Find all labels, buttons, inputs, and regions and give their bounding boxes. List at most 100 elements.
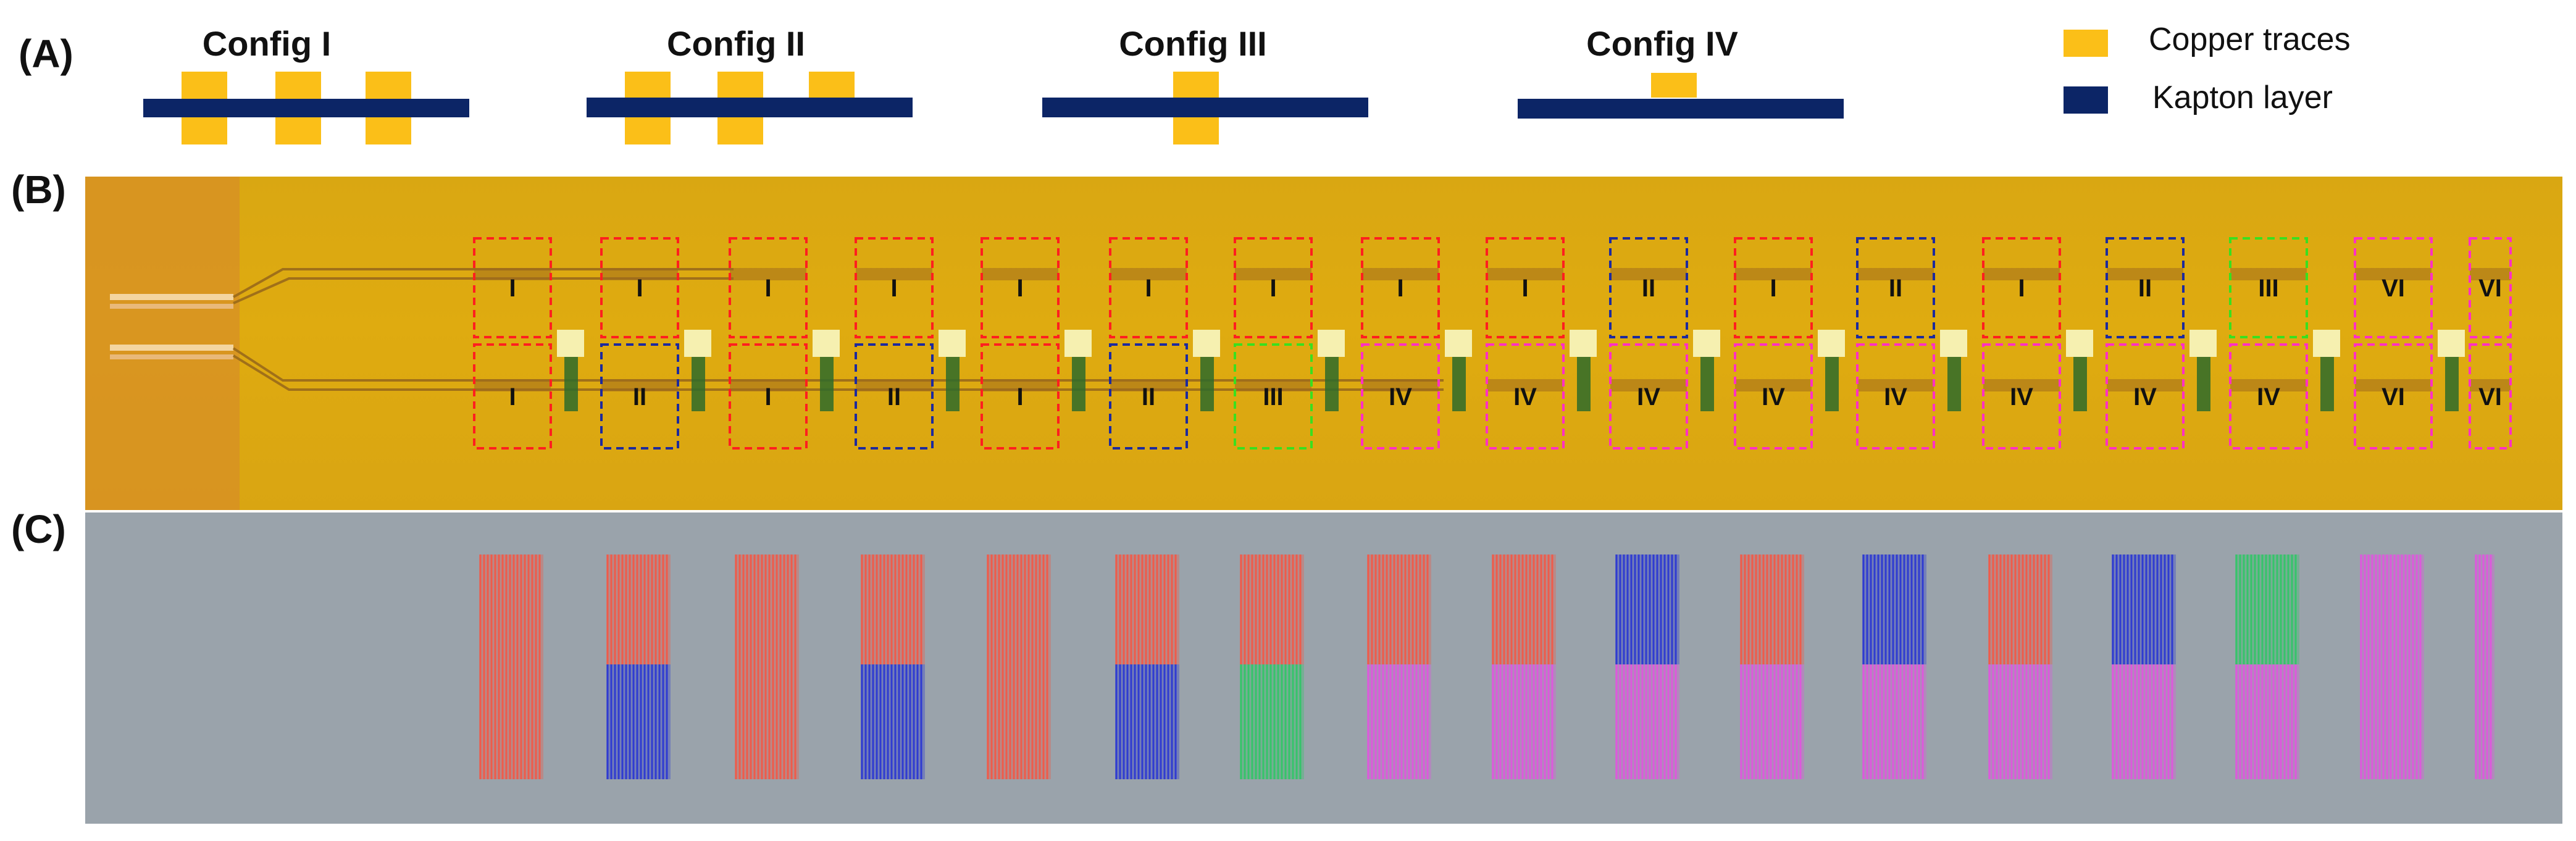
sim-column	[1615, 554, 1679, 779]
legend-kapton-swatch	[2064, 86, 2108, 114]
config-iv-schematic	[1518, 73, 1844, 119]
sim-column-bottom	[1240, 664, 1304, 779]
electrode-box-top	[1361, 237, 1440, 338]
sim-column	[2112, 554, 2176, 779]
sim-column	[2235, 554, 2299, 779]
test-pad	[1940, 330, 1967, 357]
trace-top	[982, 268, 1058, 280]
electrode-pair: II	[729, 237, 840, 450]
test-pad	[1445, 330, 1472, 357]
electrode-label-bottom: IV	[2010, 383, 2033, 411]
config-iii-schematic	[1042, 72, 1368, 144]
sim-column-top	[606, 554, 671, 664]
trace-top	[856, 268, 932, 280]
electrode-box-top	[981, 237, 1060, 338]
electrode-label-bottom: IV	[1389, 383, 1412, 411]
electrode-label-top: II	[1642, 275, 1655, 302]
sim-column-bottom	[606, 664, 671, 779]
simulation-drawing	[479, 554, 2494, 779]
trace-top	[2355, 268, 2432, 280]
panel-label-b: (B)	[11, 167, 66, 212]
sim-column	[861, 554, 925, 779]
sim-column-full	[987, 554, 1051, 779]
electrode-box-bottom	[600, 343, 679, 450]
test-pad	[1570, 330, 1597, 357]
config-schematics	[143, 72, 1844, 144]
electrode-label-top: I	[636, 275, 643, 302]
electrode-label-top: I	[1770, 275, 1776, 302]
sim-column-bottom	[1988, 664, 2052, 779]
sim-column-top	[1615, 554, 1679, 664]
sim-column-bottom	[1367, 664, 1431, 779]
electrode-label-bottom: II	[633, 383, 646, 411]
electrode-label-top: I	[1269, 275, 1276, 302]
electrode-label-bottom: IV	[1762, 383, 1785, 411]
electrode-label-top: VI	[2382, 275, 2405, 302]
test-pad	[939, 330, 966, 357]
electrode-box-top	[1109, 237, 1188, 338]
test-pad	[684, 330, 711, 357]
fanout-traces	[232, 268, 1444, 391]
electrode-label-bottom: II	[887, 383, 901, 411]
sim-column	[1862, 554, 1926, 779]
trace-bottom	[730, 379, 806, 391]
kapton-layer	[143, 99, 469, 117]
test-pad	[2438, 330, 2465, 357]
electrode-label-top: I	[1145, 275, 1152, 302]
electrode-box-top	[2354, 237, 2433, 338]
sim-column-full	[735, 554, 799, 779]
config-ii-schematic	[587, 72, 913, 144]
device-photo-drawing: IIIIIIIIIIIIIIIIIIIIIVIIVIIIVIIVIIIVIIVI…	[85, 177, 2512, 510]
electrode-label-top: I	[1397, 275, 1403, 302]
sim-column	[1740, 554, 1804, 779]
electrode-label-top: I	[1521, 275, 1528, 302]
sim-column-bottom	[1115, 664, 1179, 779]
electrode-box-bottom	[2354, 343, 2433, 450]
legend-kapton-label: Kapton layer	[2152, 80, 2333, 115]
electrode-pair: I IV	[1982, 237, 2093, 450]
config-iv-title: Config IV	[1586, 24, 1738, 63]
sim-column-full	[2360, 554, 2424, 779]
copper-trace	[809, 72, 855, 98]
electrode-pair: IIV	[1486, 237, 1597, 450]
electrode-label-top: I	[764, 275, 771, 302]
sim-column-bottom	[1492, 664, 1556, 779]
config-i-schematic	[143, 72, 469, 144]
trace-bottom	[1857, 379, 1934, 391]
trace-bottom	[474, 379, 551, 391]
test-pad	[1818, 330, 1845, 357]
trace-bottom	[1110, 379, 1187, 391]
sim-column-top	[1240, 554, 1304, 664]
electrode-label-top: I	[890, 275, 897, 302]
electrode-box-top	[1734, 237, 1813, 338]
electrode-label-top: I	[2018, 275, 2025, 302]
electrode-label-top: III	[2258, 275, 2278, 302]
electrode-box-top	[2106, 237, 2185, 338]
electrode-box-top	[855, 237, 934, 338]
sim-column	[606, 554, 671, 779]
electrode-box-bottom	[1361, 343, 1440, 450]
trace-top	[1110, 268, 1187, 280]
electrode-box-bottom	[729, 343, 808, 450]
test-pad	[1693, 330, 1720, 357]
electrode-box-top	[473, 237, 552, 338]
trace-bottom	[2107, 379, 2183, 391]
test-pad	[2189, 330, 2217, 357]
electrode-pair: III IV	[2229, 237, 2340, 450]
trace-bottom	[1610, 379, 1687, 391]
electrode-box-top	[2229, 237, 2308, 338]
electrode-label-bottom: IV	[2257, 383, 2280, 411]
electrode-pair: III	[855, 237, 966, 450]
electrode-box-top	[1609, 237, 1688, 338]
sim-column	[1115, 554, 1179, 779]
sim-column-bottom	[1615, 664, 1679, 779]
kapton-layer	[587, 98, 913, 117]
test-pad	[1193, 330, 1220, 357]
trace-top	[1487, 268, 1563, 280]
test-pad	[557, 330, 584, 357]
electrode-box-bottom	[1486, 343, 1565, 450]
electrode-array: IIIIIIIIIIIIIIIIIIIIIVIIVIIIVIIVIIIVIIVI…	[473, 237, 2512, 450]
